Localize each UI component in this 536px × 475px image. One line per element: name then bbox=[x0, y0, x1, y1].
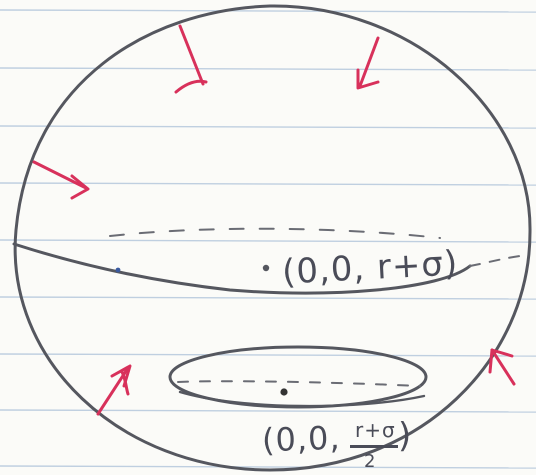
lower-disc-under-arc bbox=[178, 390, 426, 408]
arrow-icon bbox=[32, 160, 90, 200]
ruled-line bbox=[0, 353, 536, 357]
ruled-lines bbox=[0, 9, 536, 469]
bottom-point-label-suffix: ) bbox=[398, 416, 413, 456]
dot-icon bbox=[262, 264, 270, 272]
upper-section-front-arc bbox=[12, 242, 472, 295]
bottom-point-label-prefix: (0,0, bbox=[261, 418, 342, 460]
inward-arrows bbox=[32, 24, 516, 416]
ruled-line bbox=[0, 465, 536, 469]
dot-icon bbox=[280, 388, 288, 396]
ruled-line bbox=[0, 409, 536, 413]
ruled-line bbox=[0, 125, 536, 129]
ruled-line bbox=[0, 67, 536, 71]
bottom-point-fraction-numerator: r+σ bbox=[355, 418, 396, 442]
dot-icon bbox=[115, 267, 121, 273]
ruled-line bbox=[0, 239, 536, 243]
arrow-icon bbox=[356, 36, 380, 90]
arrow-icon bbox=[96, 364, 132, 416]
arrow-icon bbox=[488, 348, 516, 386]
sphere-outline bbox=[13, 4, 532, 472]
upper-section-right-dashes bbox=[469, 255, 521, 267]
arrow-icon bbox=[174, 24, 208, 94]
ruled-line bbox=[0, 296, 536, 300]
fraction-bar bbox=[350, 445, 398, 448]
lower-disc-dashes bbox=[177, 380, 421, 387]
ruled-line bbox=[0, 9, 536, 13]
bottom-point-fraction-denominator: 2 bbox=[364, 451, 377, 472]
ruled-line bbox=[0, 182, 536, 186]
upper-section-back-dashes bbox=[109, 227, 441, 239]
